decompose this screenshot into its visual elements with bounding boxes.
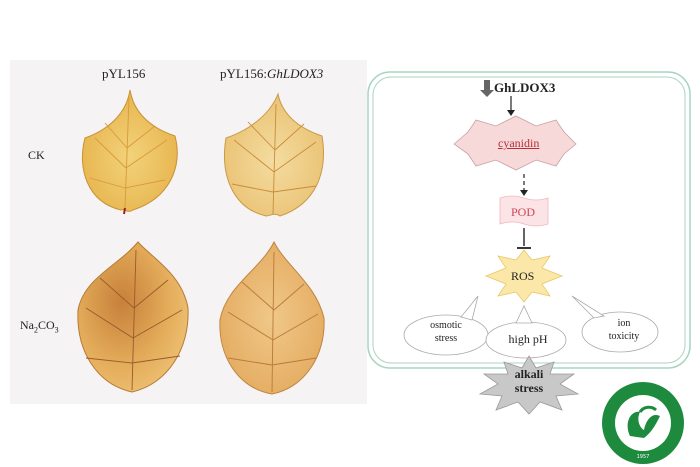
- high-ph-label: high pH: [508, 332, 548, 346]
- cyanidin-badge: [453, 115, 577, 171]
- svg-text:1957: 1957: [637, 454, 650, 460]
- ion-toxicity-bubble: [581, 311, 659, 353]
- row-label-na2co3: Na2CO3: [20, 318, 59, 335]
- leaf-ldox3-na2co3: [219, 240, 325, 395]
- gene-label: GhLDOX3: [494, 80, 556, 95]
- cyanidin-label: cyanidin: [498, 136, 540, 150]
- institute-logo: 1957: [602, 382, 684, 464]
- ros-label: ROS: [511, 269, 535, 283]
- leaf-control-na2co3: [77, 241, 189, 393]
- col-header-overexpression: pYL156:GhLDOX3: [220, 66, 324, 81]
- mechanism-diagram: [367, 71, 691, 369]
- row-label-ck: CK: [28, 148, 45, 162]
- leaf-ldox3-ck: [224, 92, 324, 217]
- pod-label: POD: [511, 205, 536, 219]
- ros-badge: [484, 249, 564, 303]
- col-header-control: pYL156: [102, 66, 146, 81]
- leaf-control-ck: [81, 89, 178, 215]
- down-arrow-icon: [480, 80, 494, 97]
- pod-badge: [499, 195, 549, 227]
- alkali-stress-badge: [478, 355, 580, 415]
